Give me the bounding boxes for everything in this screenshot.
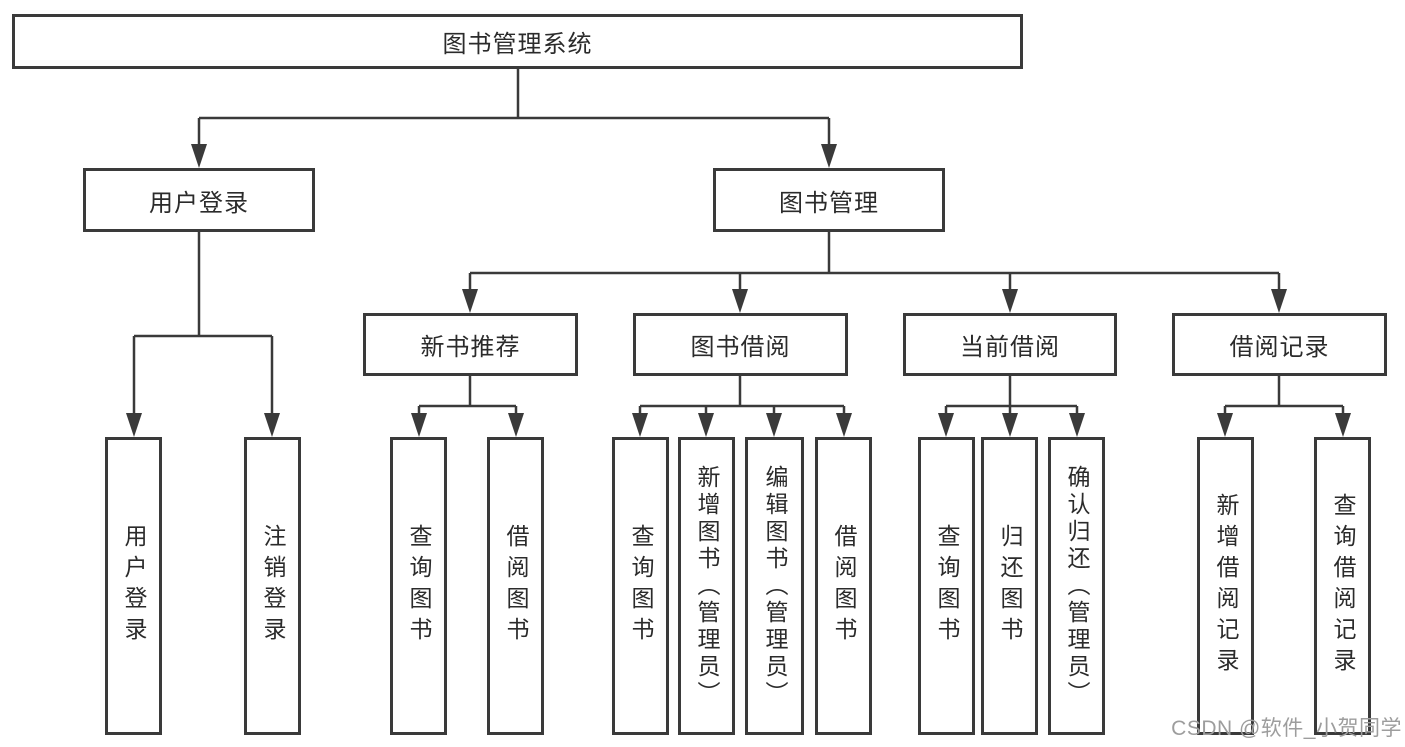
leaf-user-login: 用户登录 — [105, 437, 162, 735]
leaf-confirm-return-admin: 确认归还（管理员） — [1048, 437, 1105, 735]
node-new-book-recommend: 新书推荐 — [363, 313, 578, 376]
leaf-query-book-1: 查询图书 — [390, 437, 447, 735]
leaf-query-book-2: 查询图书 — [612, 437, 669, 735]
leaf-return-book: 归还图书 — [981, 437, 1038, 735]
arrowheads — [126, 144, 1351, 437]
node-current-borrow: 当前借阅 — [903, 313, 1117, 376]
node-user-login-branch: 用户登录 — [83, 168, 315, 232]
node-borrow-record: 借阅记录 — [1172, 313, 1387, 376]
leaf-borrow-book-1: 借阅图书 — [487, 437, 544, 735]
leaf-query-book-3: 查询图书 — [918, 437, 975, 735]
node-book-management-branch: 图书管理 — [713, 168, 945, 232]
leaf-add-borrow-record: 新增借阅记录 — [1197, 437, 1254, 735]
leaf-edit-book-admin: 编辑图书（管理员） — [745, 437, 804, 735]
leaf-borrow-book-2: 借阅图书 — [815, 437, 872, 735]
node-book-borrow: 图书借阅 — [633, 313, 848, 376]
csdn-watermark: CSDN @软件_小贺同学 — [1171, 717, 1402, 740]
leaf-logout: 注销登录 — [244, 437, 301, 735]
leaf-query-borrow-record: 查询借阅记录 — [1314, 437, 1371, 735]
tree-edges — [132, 69, 1345, 415]
leaf-add-book-admin: 新增图书（管理员） — [678, 437, 735, 735]
node-system-root: 图书管理系统 — [12, 14, 1023, 69]
